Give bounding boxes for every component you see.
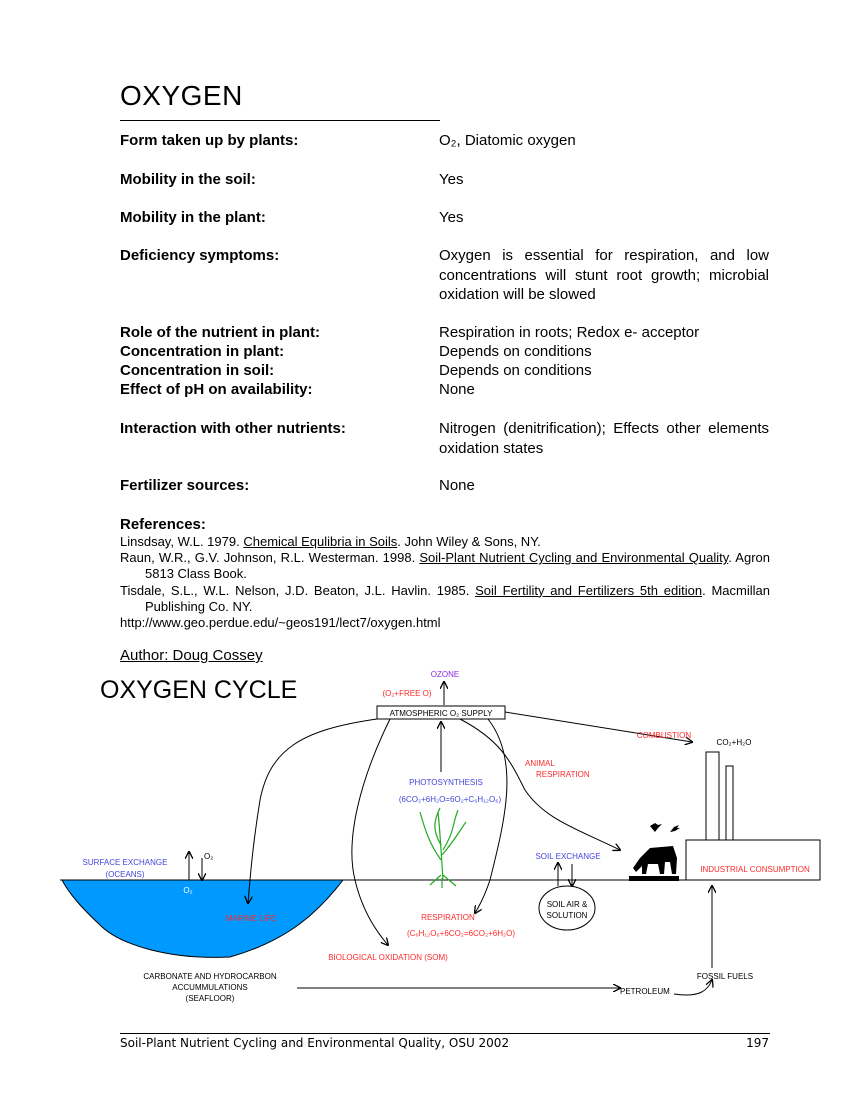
- chimney-icon: [705, 751, 720, 841]
- reference-item: Linsdsay, W.L. 1979. Chemical Equlibria …: [120, 534, 770, 550]
- respiration-arrow: [475, 718, 508, 913]
- ref-title: Chemical Equlibria in Soils: [243, 534, 398, 549]
- soil-exchange-label: SOIL EXCHANGE: [535, 852, 600, 861]
- row-value: None: [439, 477, 475, 494]
- respiration-label: RESPIRATION: [421, 913, 475, 922]
- ocean: [61, 879, 345, 958]
- co2-h2o-label: CO₂+H₂O: [717, 738, 752, 747]
- reference-url[interactable]: http://www.geo.perdue.edu/~geos191/lect7…: [120, 615, 441, 631]
- bird-icon: [650, 823, 662, 832]
- row-label: Interaction with other nutrients:: [120, 420, 346, 437]
- biological-oxidation-label: BIOLOGICAL OXIDATION (SOM): [328, 953, 448, 962]
- animal-respiration-label: ANIMAL: [525, 759, 555, 768]
- reference-item: Raun, W.R., G.V. Johnson, R.L. Westerman…: [120, 550, 770, 582]
- animal-respiration-arrow: [459, 718, 620, 850]
- row-value: Oxygen is essential for respiration, and…: [439, 247, 769, 303]
- marine-life-label: MARINE LIFE: [226, 914, 276, 923]
- soil-air-ellipse: [538, 885, 596, 931]
- row-value: O₂, Diatomic oxygen: [439, 132, 576, 149]
- industrial-box: [685, 839, 821, 881]
- ref-title: Soil Fertility and Fertilizers 5th editi…: [475, 582, 703, 598]
- soil-air-label: SOIL AIR &: [547, 900, 588, 909]
- combustion-arrow: [504, 711, 692, 742]
- row-value: Depends on conditions: [439, 343, 592, 360]
- row-label: Fertilizer sources:: [120, 477, 250, 494]
- row-value: Depends on conditions: [439, 362, 592, 379]
- row-label: Role of the nutrient in plant:: [120, 324, 320, 341]
- photosynthesis-label: PHOTOSYNTHESIS: [409, 778, 483, 787]
- atmospheric-supply-label: ATMOSPHERIC O₂ SUPPLY: [390, 709, 493, 718]
- reference-item: Tisdale, S.L., W.L. Nelson, J.D. Beaton,…: [120, 583, 770, 615]
- page-number: 197: [746, 1036, 769, 1050]
- chimney-icon: [725, 765, 734, 841]
- ref-publisher: . Macmillan Publishing Co. NY.: [145, 582, 770, 614]
- row-label: Concentration in soil:: [120, 362, 275, 379]
- references-heading: References:: [120, 516, 206, 533]
- respiration-formula: (C₆H₁₂O₆+6CO₂=6CO₂+6H₂O): [407, 929, 515, 938]
- row-label: Mobility in the plant:: [120, 209, 266, 226]
- carbonate-label: ACCUMMULATIONS: [172, 983, 247, 992]
- ozone-label: OZONE: [431, 670, 459, 679]
- surface-exchange-label: SURFACE EXCHANGE: [83, 858, 168, 867]
- ref-authors: Tisdale, S.L., W.L. Nelson, J.D. Beaton,…: [120, 582, 476, 598]
- petroleum-label: PETROLEUM: [620, 987, 670, 996]
- free-o-label: (O₂+FREE O): [382, 689, 431, 698]
- author: Author: Doug Cossey: [120, 647, 263, 664]
- page-title: OXYGEN: [120, 80, 243, 111]
- carbonate-label: (SEAFLOOR): [186, 994, 235, 1003]
- row-value: Respiration in roots; Redox e- acceptor: [439, 324, 700, 341]
- bird-icon: [670, 825, 680, 832]
- row-value: Nitrogen (denitrification); Effects othe…: [439, 420, 769, 457]
- cycle-title: OXYGEN CYCLE: [100, 676, 298, 704]
- footer-text: Soil-Plant Nutrient Cycling and Environm…: [120, 1036, 510, 1050]
- footer-rule: [120, 1033, 770, 1034]
- surface-exchange-label: (OCEANS): [105, 870, 144, 879]
- row-label: Concentration in plant:: [120, 343, 285, 360]
- o2-label: O₂: [204, 852, 213, 861]
- carbonate-label: CARBONATE AND HYDROCARBON: [143, 972, 276, 981]
- row-value: Yes: [439, 171, 464, 188]
- ref-title: Soil-Plant Nutrient Cycling and Environm…: [419, 550, 729, 566]
- plant-icon: [419, 807, 467, 888]
- combustion-label: COMBUSTION: [637, 731, 691, 740]
- biological-oxidation-arrow: [351, 718, 391, 945]
- row-label: Effect of pH on availability:: [120, 381, 313, 398]
- ref-authors: Linsdsay, W.L. 1979.: [120, 534, 244, 549]
- o2-label: O₂: [183, 886, 192, 895]
- soil-air-label: SOLUTION: [547, 911, 588, 920]
- industrial-label: INDUSTRIAL CONSUMPTION: [700, 865, 810, 874]
- marine-life-arrow: [248, 718, 378, 903]
- references: References: Linsdsay, W.L. 1979. Chemica…: [120, 515, 770, 631]
- ref-authors: Raun, W.R., G.V. Johnson, R.L. Westerman…: [120, 550, 420, 566]
- row-label: Form taken up by plants:: [120, 132, 299, 149]
- fossil-fuel-arrow: [673, 980, 712, 996]
- fossil-fuels-label: FOSSIL FUELS: [697, 972, 753, 981]
- animal-respiration-label: RESPIRATION: [536, 770, 590, 779]
- ref-publisher: . Agron 5813 Class Book.: [145, 550, 770, 582]
- row-value: None: [439, 381, 475, 398]
- row-label: Mobility in the soil:: [120, 171, 256, 188]
- row-label: Deficiency symptoms:: [120, 247, 280, 264]
- cow-icon: [629, 846, 679, 881]
- title-rule: [120, 120, 440, 121]
- row-value: Yes: [439, 209, 464, 226]
- ref-publisher: . John Wiley & Sons, NY.: [397, 534, 541, 549]
- photosynthesis-formula: (6CO₂+6H₂O=6O₂+C₆H₁₂O₆): [399, 795, 502, 804]
